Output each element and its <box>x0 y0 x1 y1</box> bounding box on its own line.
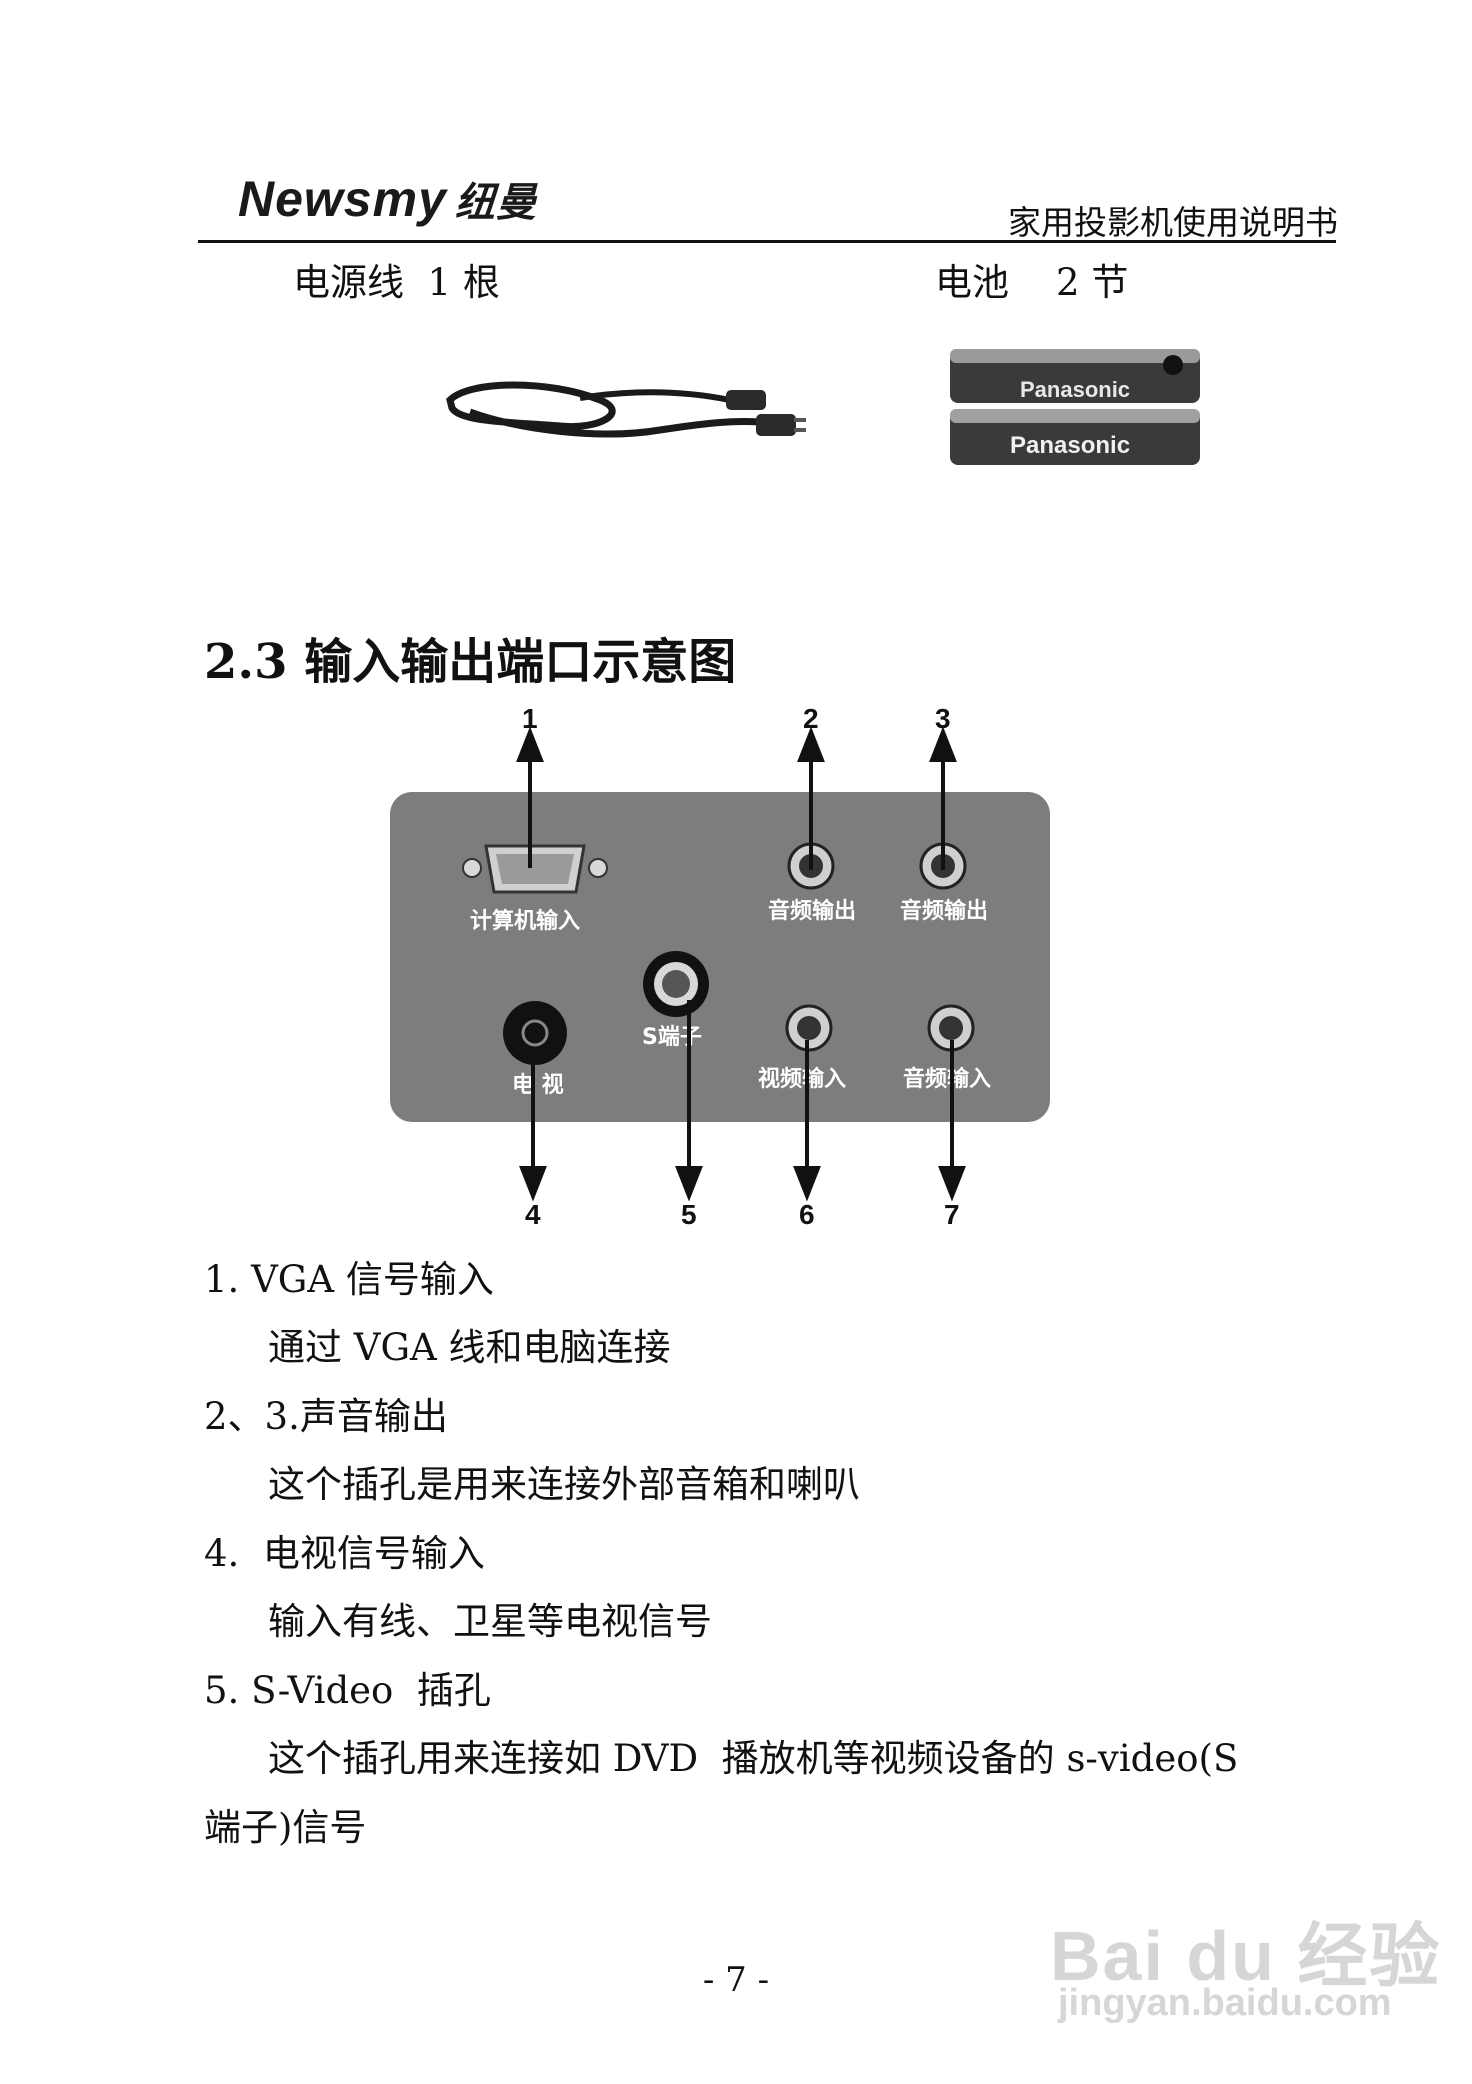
item-body: 通过 VGA 线和电脑连接 <box>268 1326 671 1369</box>
power-cord-icon <box>446 381 806 438</box>
port-label-audio-out-2: 音频输出 <box>900 898 988 924</box>
callout-number: 2 <box>803 703 819 734</box>
vga-port-icon <box>462 844 608 894</box>
port-diagram: 计算机输入 音频输出 音频输出 电 视 S端子 视频输入 音频输入 <box>390 703 1050 1230</box>
battery-brand-text: Panasonic <box>1010 432 1130 459</box>
header-divider <box>198 240 1336 243</box>
document-title: 家用投影机使用说明书 <box>1008 203 1338 242</box>
port-label-tv: 电 视 <box>512 1072 564 1098</box>
brand-name: Newsmy <box>238 171 447 227</box>
item-heading: 5. S-Video 插孔 <box>204 1669 491 1712</box>
aaa-batteries-icon: Panasonic Panasonic <box>950 349 1200 465</box>
battery-brand-text: Panasonic <box>1020 377 1130 402</box>
s-video-port-icon <box>643 951 709 1017</box>
callout-arrows-down <box>519 1000 966 1202</box>
item-body-continued: 端子)信号 <box>204 1806 367 1849</box>
brand-name-cn: 纽曼 <box>454 181 537 225</box>
item-heading: 1. VGA 信号输入 <box>204 1258 494 1301</box>
callout-number: 3 <box>935 703 951 734</box>
watermark-url: jingyan.baidu.com <box>1058 1982 1392 2024</box>
watermark-logo: Bai du 经验 <box>1050 1917 1442 1995</box>
port-label-audio-out-1: 音频输出 <box>768 898 856 924</box>
section-title: 2.3 输入输出端口示意图 <box>204 634 737 690</box>
callout-arrows-up <box>516 726 957 870</box>
port-label-computer-in: 计算机输入 <box>470 908 580 934</box>
battery-label: 电池 2 节 <box>935 261 1129 304</box>
callout-number: 6 <box>799 1199 815 1230</box>
callout-number: 5 <box>681 1199 697 1230</box>
port-label-audio-in: 音频输入 <box>903 1066 991 1092</box>
item-body: 这个插孔是用来连接外部音箱和喇叭 <box>268 1463 860 1506</box>
port-label-video-in: 视频输入 <box>758 1066 846 1092</box>
audio-in-jack-icon <box>927 1004 975 1052</box>
item-body: 输入有线、卫星等电视信号 <box>268 1600 712 1643</box>
page-number: - 7 - <box>702 1960 770 2000</box>
power-cord-label: 电源线 1 根 <box>293 261 500 304</box>
item-body: 这个插孔用来连接如 DVD 播放机等视频设备的 s-video(S <box>268 1737 1239 1780</box>
callout-number: 7 <box>944 1199 960 1230</box>
item-heading: 4. 电视信号输入 <box>204 1532 485 1575</box>
item-heading: 2、3.声音输出 <box>204 1395 448 1438</box>
callout-number: 1 <box>522 703 538 734</box>
port-label-s-video: S端子 <box>642 1025 702 1050</box>
tv-antenna-port-icon <box>503 1001 567 1065</box>
callout-number: 4 <box>525 1199 541 1230</box>
